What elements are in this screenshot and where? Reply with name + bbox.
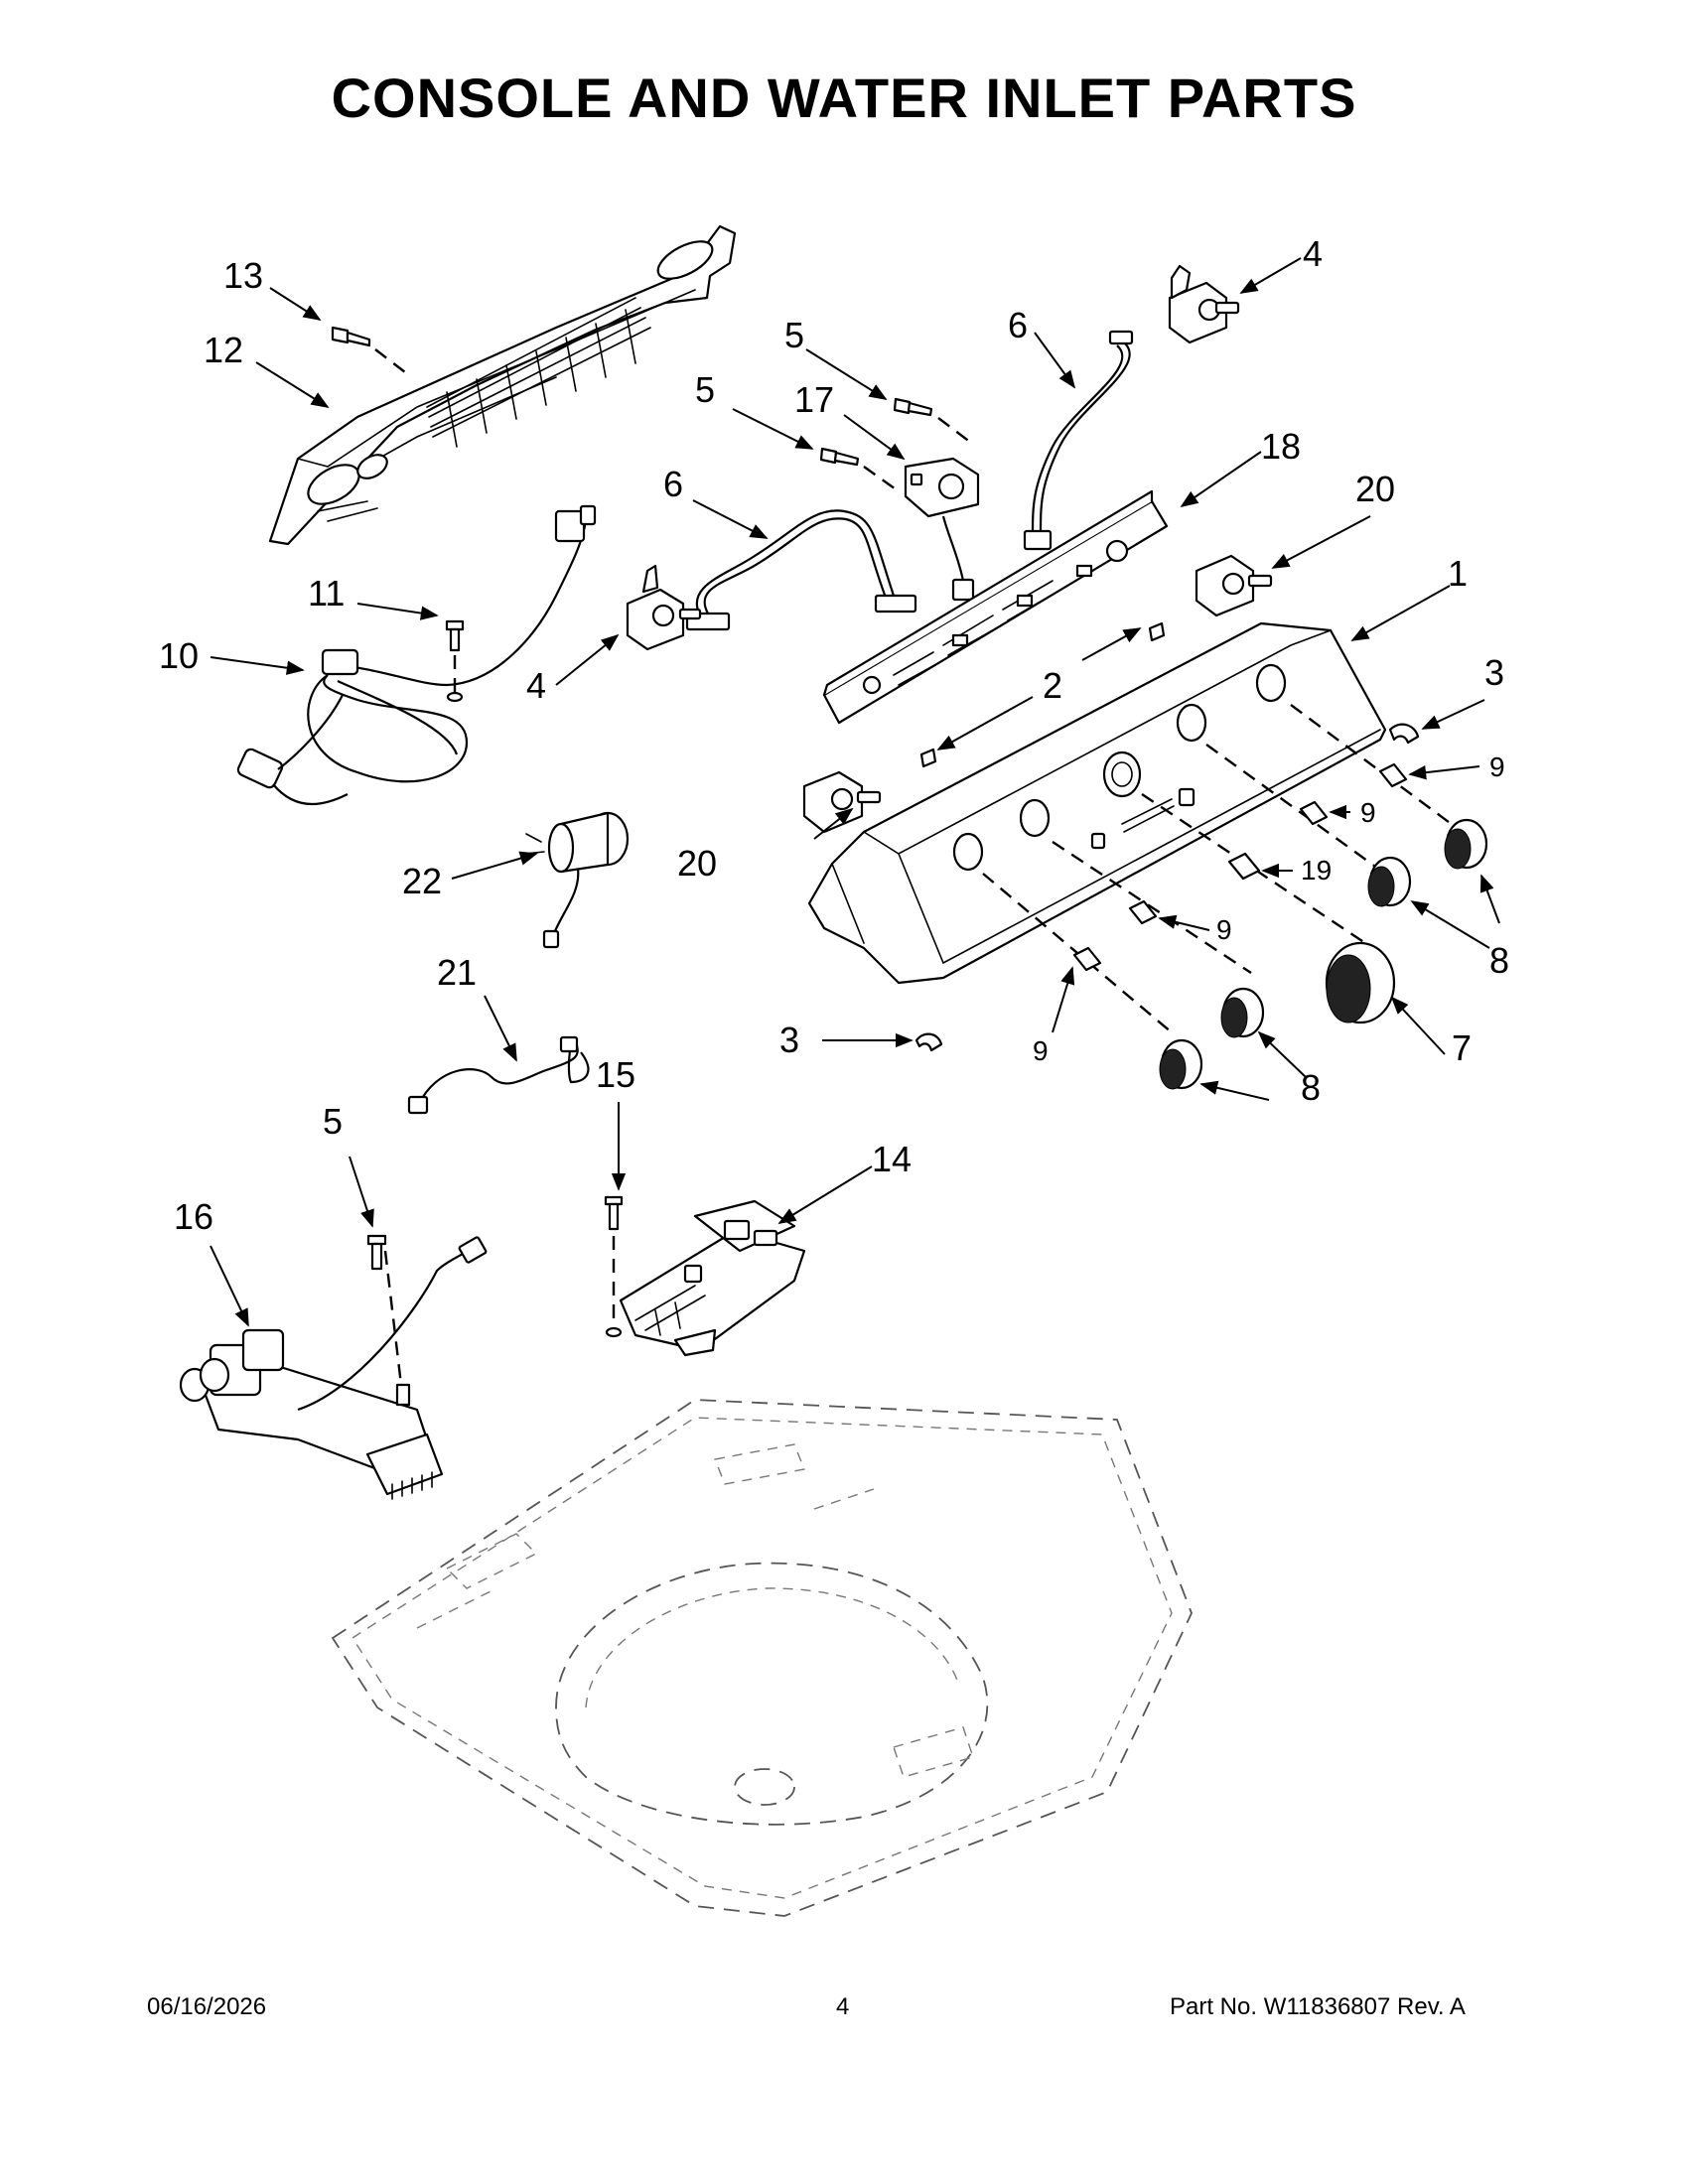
callout-8-lower: 8 (1301, 1067, 1321, 1108)
callout-19: 19 (1301, 855, 1332, 886)
part-10-power-cord (236, 504, 597, 806)
callout-9-d: 9 (1033, 1035, 1049, 1066)
part-4-switch-right (1168, 264, 1240, 344)
callout-11: 11 (308, 573, 345, 614)
part-6-harness-right (1023, 330, 1134, 551)
callout-1: 1 (1448, 553, 1468, 594)
footer-page-number: 4 (836, 1993, 850, 2020)
callout-12: 12 (204, 330, 243, 370)
part-13-screw (331, 326, 406, 373)
callout-2: 2 (1043, 665, 1062, 706)
part-5-screw-lower (366, 1234, 387, 1271)
part-20-switch-left (802, 770, 882, 834)
part-7-knob-large (1325, 941, 1396, 1024)
callout-5-mid: 5 (695, 369, 715, 410)
part-11-ground-screw (445, 619, 465, 703)
part-9-shaft-b (1299, 800, 1329, 826)
page-title: CONSOLE AND WATER INLET PARTS (331, 67, 1357, 129)
part-5-screw-top (893, 397, 972, 444)
part-17-pressure-switch (904, 457, 980, 602)
cabinet-top-ghost (331, 1399, 1193, 1917)
part-9-shaft-c (1128, 899, 1158, 925)
leader-arrows (210, 257, 1500, 1327)
part-15-screw (604, 1195, 624, 1338)
callout-18: 18 (1261, 426, 1301, 467)
callout-3-right: 3 (1484, 652, 1504, 693)
callout-10: 10 (159, 635, 199, 676)
callout-21: 21 (437, 952, 477, 993)
footer-part-number: Part No. W11836807 Rev. A (1170, 1993, 1466, 2020)
callout-5-lower: 5 (323, 1101, 343, 1142)
callout-9-b: 9 (1360, 797, 1376, 828)
callout-4-left: 4 (526, 665, 546, 706)
part-8-knob-lower-left (1159, 1038, 1203, 1090)
part-8-knob-upper-mid (1367, 856, 1412, 907)
part-4-switch-left (626, 564, 702, 651)
part-16-water-inlet-valve (179, 1236, 488, 1500)
part-9-shaft-d (1072, 946, 1102, 972)
callout-16: 16 (174, 1196, 213, 1237)
footer-date: 06/16/2026 (147, 1993, 267, 2020)
part-19-shaft (1227, 852, 1261, 881)
part-12-console-rear-cover (268, 224, 737, 546)
part-6-harness-left (685, 509, 917, 631)
part-3-clip-right (1388, 723, 1420, 745)
console-knob-holes (952, 663, 1287, 872)
part-2-clip-lower (919, 748, 937, 768)
callout-20-right: 20 (1355, 469, 1395, 509)
part-3-clip-lower (914, 1032, 943, 1052)
callout-22: 22 (402, 861, 442, 901)
part-8-knob-upper-right (1444, 818, 1488, 870)
callout-labels: 13 12 11 10 4 5 5 17 6 6 4 18 20 1 2 3 2… (159, 233, 1509, 1237)
part-18-ui-board (822, 489, 1169, 725)
part-5-screw-mid (819, 447, 900, 492)
part-8-knob-lower-mid (1220, 987, 1265, 1038)
callout-6-left: 6 (663, 464, 683, 504)
callout-17: 17 (794, 379, 834, 420)
callout-13: 13 (223, 255, 263, 296)
callout-15: 15 (596, 1054, 635, 1095)
board-components (862, 539, 1129, 695)
part-2-clip-upper (1148, 621, 1166, 642)
part-20-switch-right (1195, 554, 1273, 617)
callout-7: 7 (1452, 1027, 1472, 1068)
part-21-wire-harness (407, 1035, 590, 1115)
callout-9-a: 9 (1489, 751, 1505, 782)
part-1-console (807, 621, 1387, 985)
callout-6-right: 6 (1008, 305, 1028, 345)
callout-9-c: 9 (1216, 914, 1232, 945)
part-14-control-board (619, 1199, 806, 1357)
callout-5-top: 5 (784, 315, 804, 355)
part-22-motor (523, 811, 630, 949)
connector-pins (391, 1471, 433, 1500)
callout-8-upper: 8 (1489, 940, 1509, 981)
callout-4-right: 4 (1303, 233, 1323, 274)
vent-grille (426, 297, 651, 448)
callout-3-lower: 3 (779, 1020, 799, 1060)
callout-20-left: 20 (677, 843, 717, 884)
callout-14: 14 (872, 1139, 912, 1179)
part-9-shaft-a (1378, 762, 1408, 788)
